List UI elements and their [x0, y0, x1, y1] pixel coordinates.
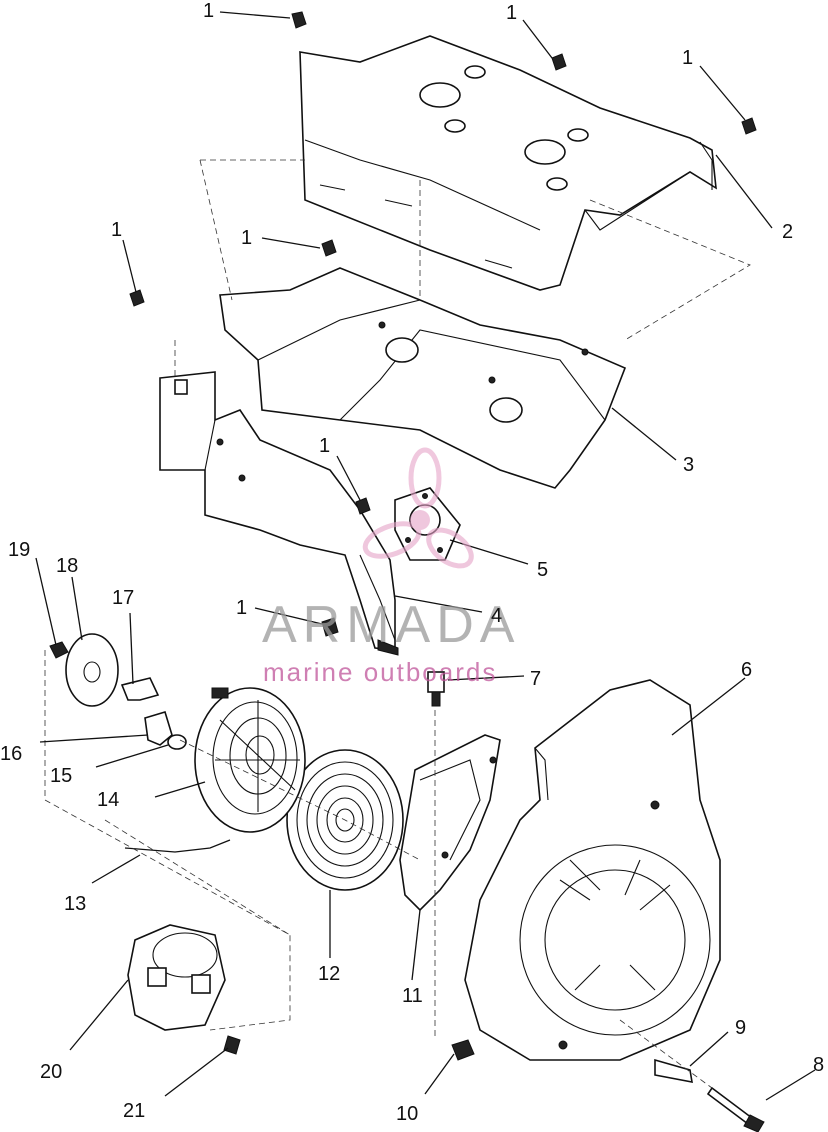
- clip-part-17: [120, 677, 160, 701]
- washer-part-18: [65, 633, 119, 707]
- callout-12: 12: [318, 963, 340, 985]
- callout-18: 18: [56, 555, 78, 577]
- armada-logo: ARMADA marine outboards: [262, 447, 520, 687]
- propeller-logo-icon: [362, 447, 474, 569]
- callout-1: 1: [319, 435, 330, 457]
- screw-part-21: [223, 1035, 241, 1055]
- nut-part-19: [49, 641, 69, 659]
- nut-icons-part-1: [129, 11, 757, 637]
- callout-1: 1: [241, 227, 252, 249]
- mount-bracket-part-11: [399, 734, 501, 912]
- nut-part-10: [451, 1039, 475, 1061]
- starter-rope-part-13: [124, 839, 231, 853]
- callout-1: 1: [236, 597, 247, 619]
- blower-housing-part-6: [464, 679, 721, 1061]
- leader-lines: [35, 11, 816, 1101]
- callout-19: 19: [8, 539, 30, 561]
- mid-bracket-part-3: [219, 267, 627, 489]
- assembly-dashed-lines: [44, 159, 751, 1089]
- bushing-part-15: [167, 734, 187, 750]
- callout-1: 1: [682, 47, 693, 69]
- fitting-part-7: [427, 671, 445, 707]
- watermark-title: ARMADA: [262, 596, 520, 654]
- callout-1: 1: [506, 2, 517, 24]
- callout-17: 17: [112, 587, 134, 609]
- callout-16: 16: [0, 743, 22, 765]
- callout-1: 1: [203, 0, 214, 22]
- callout-6: 6: [741, 659, 752, 681]
- strap-part-9: [654, 1058, 693, 1083]
- callout-11: 11: [402, 985, 423, 1007]
- callout-14: 14: [97, 789, 119, 811]
- callout-20: 20: [40, 1061, 62, 1083]
- callout-5: 5: [537, 559, 548, 581]
- callout-10: 10: [396, 1103, 418, 1125]
- callout-7: 7: [530, 668, 541, 690]
- bracket-part-4: [159, 371, 399, 656]
- upper-shroud-part-2: [299, 35, 717, 291]
- watermark-subtitle: marine outboards: [263, 657, 497, 687]
- callout-13: 13: [64, 893, 86, 915]
- callout-3: 3: [683, 454, 694, 476]
- callout-4: 4: [491, 605, 502, 627]
- pawl-part-16: [144, 711, 173, 746]
- callout-8: 8: [813, 1054, 824, 1076]
- pulley-part-14: [194, 687, 306, 833]
- callout-2: 2: [782, 221, 793, 243]
- starter-cup-part-20: [127, 924, 226, 1031]
- callout-1: 1: [111, 219, 122, 241]
- bolt-part-8: [706, 1086, 765, 1132]
- callout-21: 21: [123, 1100, 145, 1122]
- callout-15: 15: [50, 765, 72, 787]
- callout-9: 9: [735, 1017, 746, 1039]
